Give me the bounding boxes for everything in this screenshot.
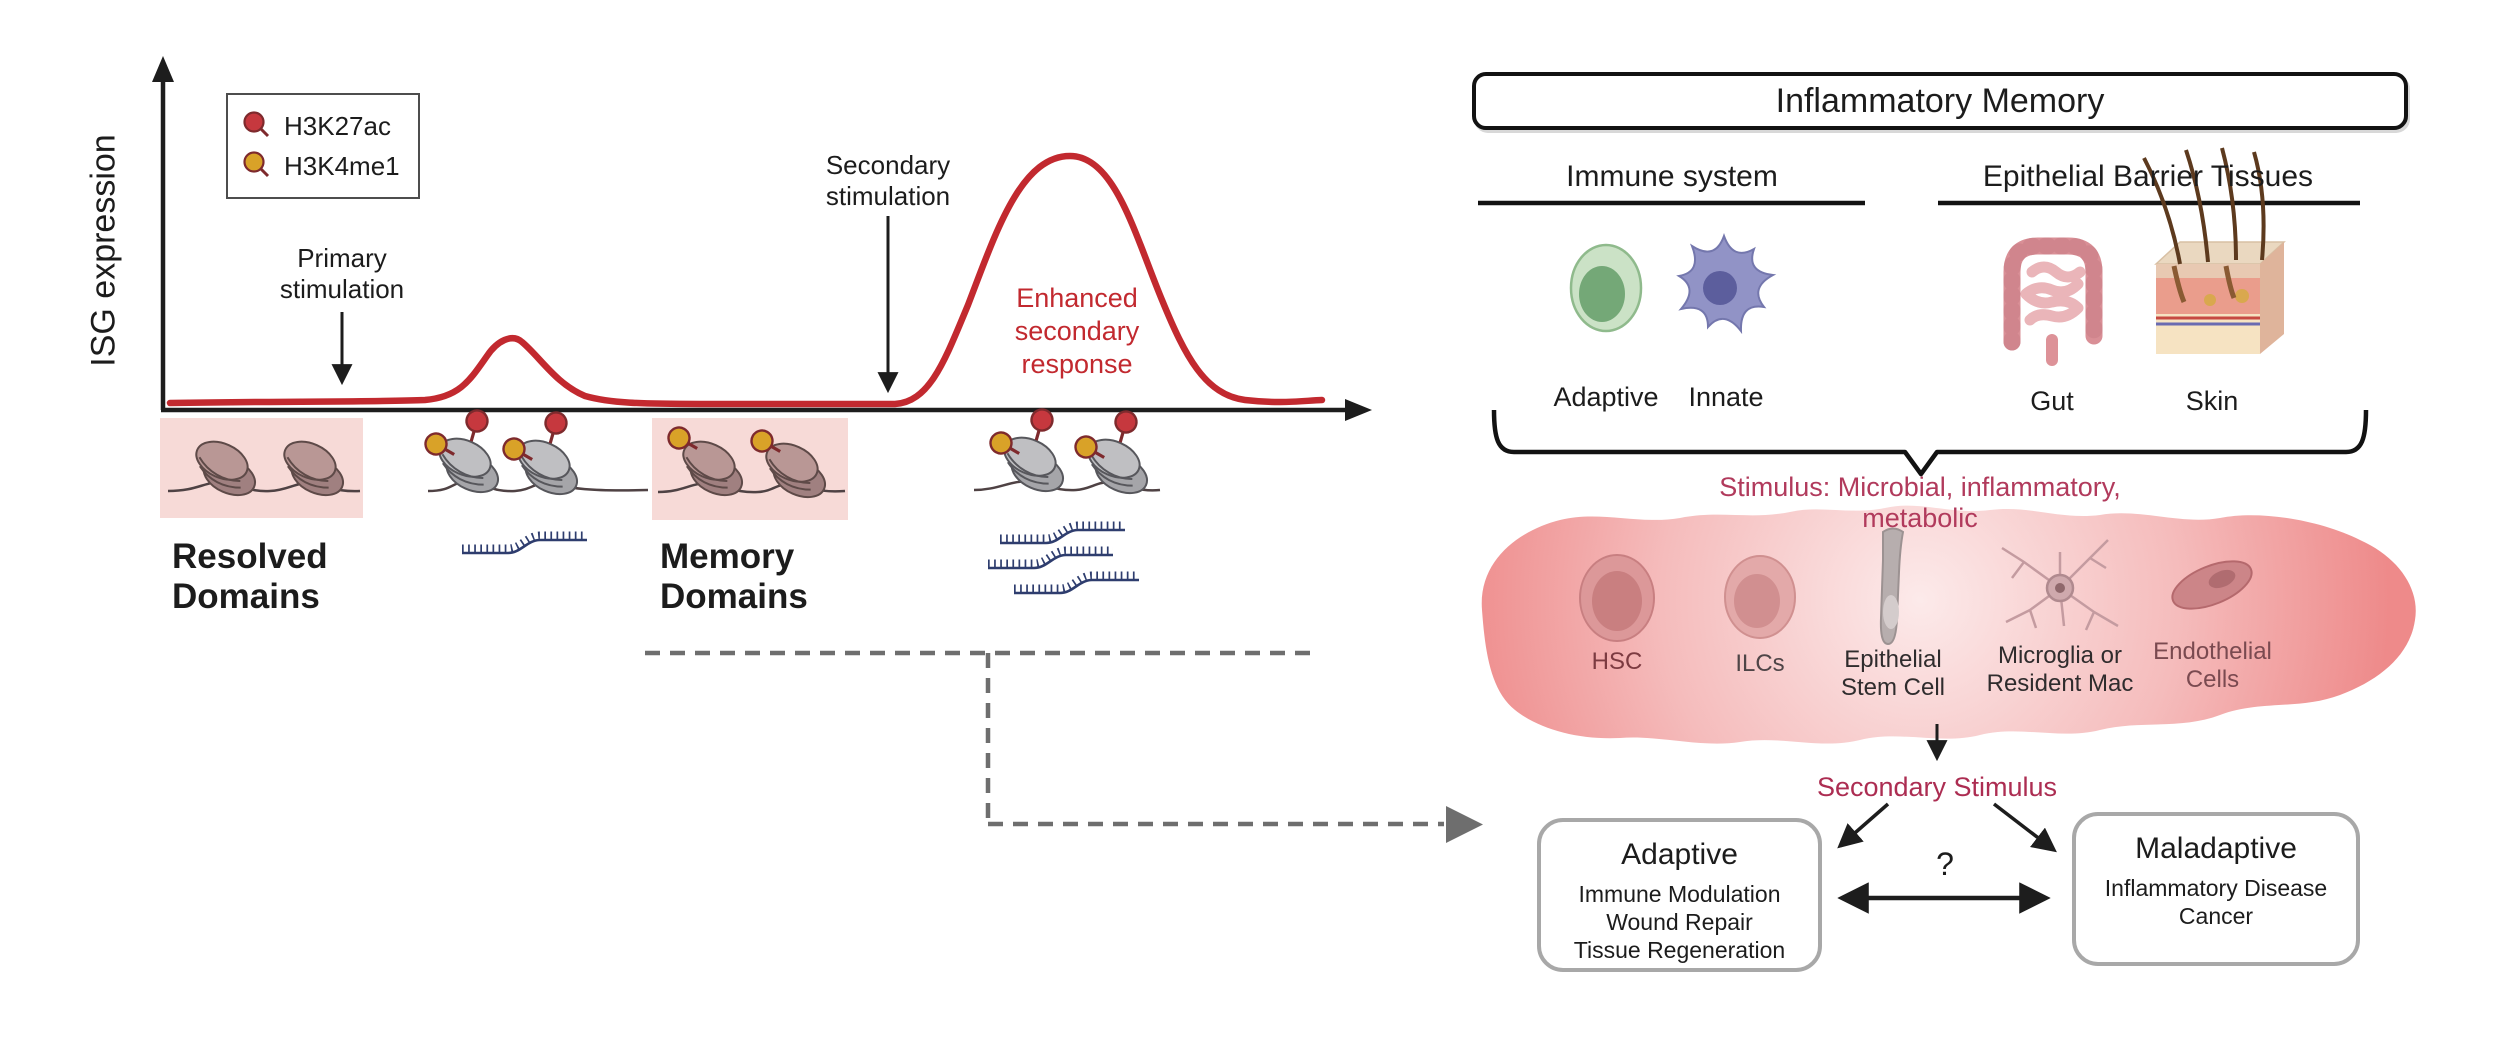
h3k27ac-lollipop-icon	[538, 408, 571, 448]
yellow-lollipop-icon	[243, 151, 270, 178]
resolved-domains-label: Resolved Domains	[172, 537, 328, 616]
legend-box: H3K27ac H3K4me1	[226, 93, 420, 199]
hsc-label: HSC	[1591, 648, 1643, 675]
lymphocyte-icon	[1569, 243, 1643, 333]
inflammatory-memory-title: Inflammatory Memory	[1472, 72, 2408, 130]
microglia-cell-icon	[2001, 539, 2119, 631]
question-mark: ?	[1936, 846, 1954, 882]
legend-row-h3k4me1: H3K4me1	[242, 150, 418, 182]
group-brace	[1491, 409, 2369, 477]
legend-row-h3k27ac: H3K27ac	[242, 110, 418, 142]
microglia-label: Microglia or Resident Mac	[1986, 642, 2134, 697]
y-axis-label: ISG expression	[84, 133, 123, 367]
dashed-connector-arrow	[645, 650, 1444, 827]
maladaptive-outcome-box: Maladaptive Inflammatory Disease Cancer	[2072, 812, 2360, 966]
adaptive-cell-label: Adaptive	[1553, 382, 1659, 412]
epithelial-stem-cell-label: Epithelial Stem Cell	[1840, 646, 1946, 701]
secondary-stimulus-label: Secondary Stimulus	[1816, 772, 2058, 802]
outcome-item: Tissue Regeneration	[1573, 937, 1786, 963]
immune-system-header: Immune system	[1566, 160, 1778, 193]
innate-cell-label: Innate	[1688, 382, 1764, 412]
outcome-item: Immune Modulation	[1578, 881, 1781, 907]
y-axis-arrowhead-icon	[152, 56, 174, 82]
tissue-blob	[1481, 505, 2416, 744]
rna-transcript-icon	[462, 536, 587, 554]
stimulus-to-adaptive-arrow	[1837, 802, 1890, 849]
primary-stimulation-label: Primary stimulation	[279, 243, 405, 304]
isg-expression-curve	[166, 152, 1326, 408]
adaptive-outcome-box: Adaptive Immune Modulation Wound Repair …	[1537, 818, 1822, 972]
h3k27ac-lollipop-icon	[1108, 407, 1141, 447]
maladaptive-outcome-title: Maladaptive	[2135, 832, 2297, 865]
stimulus-label: Stimulus: Microbial, inflammatory, metab…	[1719, 472, 2121, 533]
hsc-cell-icon	[1579, 554, 1655, 642]
legend-label: H3K27ac	[284, 110, 391, 141]
gut-label: Gut	[2030, 386, 2074, 416]
rna-transcript-icon	[988, 551, 1113, 569]
h3k27ac-lollipop-icon	[1024, 405, 1057, 445]
stimulus-to-maladaptive-arrow	[1992, 802, 2057, 853]
epithelial-stem-cell-icon	[1879, 527, 1905, 646]
ilcs-label: ILCs	[1735, 650, 1785, 677]
rna-transcript-icon	[1014, 576, 1139, 594]
epithelial-barrier-header: Epithelial Barrier Tissues	[1982, 160, 2314, 193]
endothelial-cells-label: Endothelial Cells	[2153, 638, 2272, 693]
outcome-item: Inflammatory Disease	[2104, 875, 2328, 901]
intestine-icon	[2003, 237, 2103, 366]
memory-domains-label: Memory Domains	[660, 537, 808, 616]
red-lollipop-icon	[243, 111, 270, 138]
secondary-stimulation-label: Secondary stimulation	[825, 150, 951, 211]
outcome-item: Wound Repair	[1606, 909, 1753, 935]
x-axis-arrowhead-icon	[1345, 399, 1372, 421]
endothelial-cell-icon	[2171, 560, 2253, 610]
legend-label: H3K4me1	[284, 150, 400, 181]
h3k27ac-lollipop-icon	[459, 406, 492, 446]
enhanced-active-nucleosomes	[985, 405, 1158, 501]
dendritic-cell-icon	[1676, 233, 1777, 335]
isg-axes	[160, 78, 1348, 413]
adaptive-outcome-title: Adaptive	[1621, 838, 1738, 871]
ilc-cell-icon	[1724, 555, 1796, 639]
outcome-item: Cancer	[2178, 903, 2254, 929]
enhanced-secondary-response-label: Enhanced secondary response	[1014, 283, 1140, 379]
dashed-arrowhead-icon	[1446, 806, 1483, 843]
rna-transcript-icon	[1000, 526, 1125, 544]
skin-section-icon	[2142, 147, 2286, 354]
skin-label: Skin	[2185, 386, 2239, 416]
